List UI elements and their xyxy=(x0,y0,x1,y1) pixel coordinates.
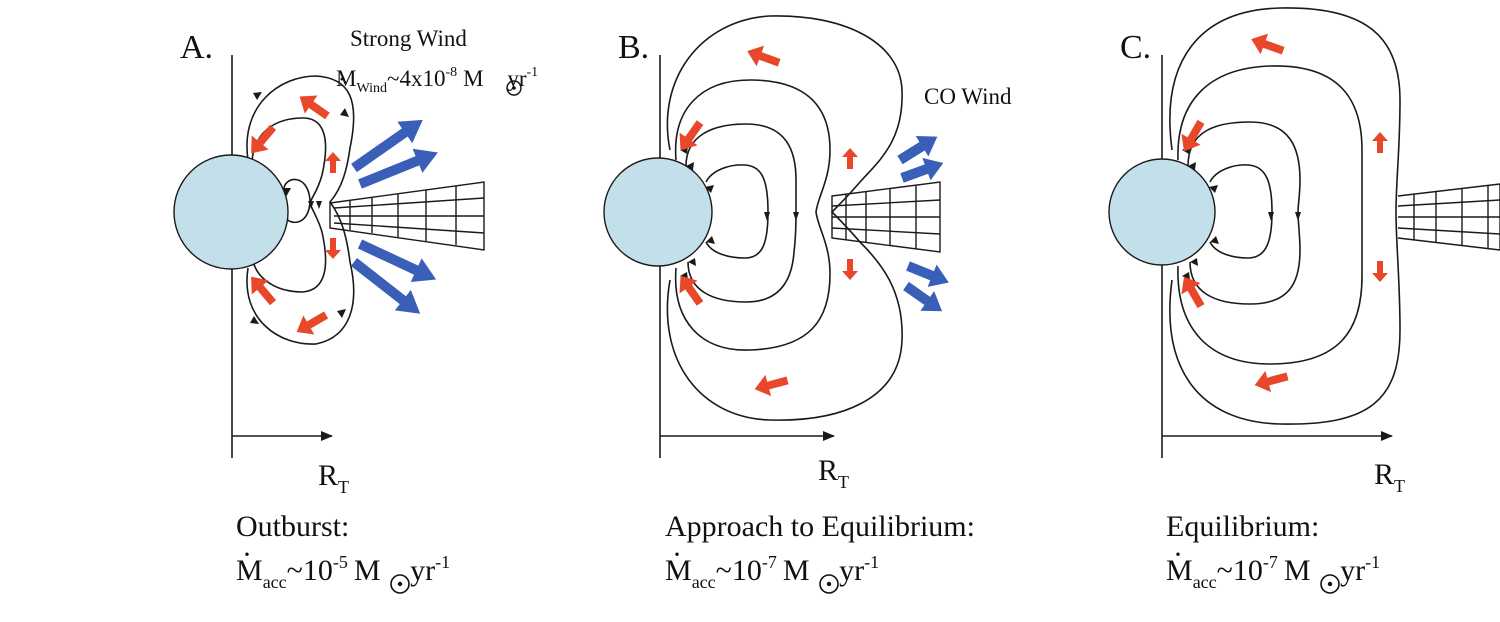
panel-c-accretion-arrow-small-up xyxy=(1372,132,1388,153)
panel-a-letter: A. xyxy=(180,29,213,66)
panel-a-wind-arrow-up-2 xyxy=(358,148,438,189)
panel-b-accretion-arrows xyxy=(679,45,858,397)
panel-b-axis-label: RT xyxy=(818,454,849,492)
panel-a-wind-arrow-up-1 xyxy=(351,119,423,173)
panel-b-disk xyxy=(831,181,941,253)
panel-a-accretion-arrows xyxy=(251,95,341,335)
panel-a-star xyxy=(173,154,289,270)
panel-b-wind-arrow-down-1 xyxy=(906,261,949,287)
panel-a-accretion-arrow-small-down xyxy=(325,238,341,259)
panel-c-letter: C. xyxy=(1120,29,1151,66)
panel-c-rate-dot: · xyxy=(1173,538,1183,571)
panel-c-axis-label: RT xyxy=(1374,458,1405,496)
panel-c-state: Equilibrium: xyxy=(1166,510,1319,543)
panel-b-letter: B. xyxy=(618,29,649,66)
panel-b-middle-field-line xyxy=(674,79,831,351)
panel-a-disk xyxy=(329,181,485,251)
panel-a-wind-title: Strong Wind xyxy=(350,26,467,51)
panel-c-accretion-arrow-top xyxy=(1251,33,1285,55)
panel-b-state: Approach to Equilibrium: xyxy=(665,510,975,543)
panel-b-accretion-arrow-top xyxy=(747,45,781,67)
panel-a-wind-arrow-down-2 xyxy=(350,258,421,314)
panel-a-rate-sun-symbol xyxy=(390,574,410,594)
panel-a-accretion-arrow-lower xyxy=(251,276,277,306)
panel-c-disk xyxy=(1397,183,1500,251)
panel-b-accretion-arrow-small-down xyxy=(842,259,858,280)
panel-a-state: Outburst: xyxy=(236,510,349,543)
panel-a-wind-arrows xyxy=(350,119,438,314)
panel-c-outer-field-line xyxy=(1169,7,1401,425)
panel-c-rate-sun-symbol xyxy=(1320,574,1340,594)
panel-a-accretion-arrow-top xyxy=(299,95,330,120)
panel-b-rate-sun-symbol xyxy=(819,574,839,594)
panel-b-wind-title: CO Wind xyxy=(924,84,1012,109)
panel-c-accretion-arrow-bottom xyxy=(1254,370,1289,393)
panel-a-accretion-arrow-small-up xyxy=(325,152,341,173)
panel-b-wind-arrow-down-2 xyxy=(903,281,943,312)
panel-b-inner-field-line xyxy=(705,164,769,259)
panel-b-rate-dot: · xyxy=(672,538,682,571)
panel-c-inner-field-line xyxy=(1209,164,1273,259)
panel-b-wind-arrow-up-2 xyxy=(900,157,944,183)
panel-c-accretion-arrow-small-down xyxy=(1372,261,1388,282)
panel-a-axis-label: RT xyxy=(318,459,349,497)
panel-a-outer-field-line xyxy=(246,75,355,345)
panel-a-accretion-arrow-upper xyxy=(251,124,277,154)
panel-b-star xyxy=(603,157,713,267)
panel-b-accretion-arrow-bottom xyxy=(754,374,789,397)
panel-a-accretion-arrow-bottom xyxy=(296,311,329,335)
panel-a-inner-field-line xyxy=(283,178,311,224)
panel-c-accretion-arrow-lower xyxy=(1181,276,1205,309)
panel-c-accretion-arrow-upper xyxy=(1181,119,1205,152)
panel-b-accretion-arrow-upper xyxy=(679,120,704,151)
panel-a-rate-dot: · xyxy=(242,538,252,571)
panel-b-accretion-arrow-small-up xyxy=(842,148,858,169)
panel-b-wind-arrow-up-1 xyxy=(897,136,938,165)
panel-a-wind-rate-dot: · xyxy=(338,67,346,92)
panel-c-star xyxy=(1108,158,1216,266)
panel-c-accretion-arrows xyxy=(1181,33,1388,393)
panel-a-wind-sun-symbol xyxy=(506,80,522,96)
panel-b-wind-arrows xyxy=(897,136,949,312)
panel-c: C. xyxy=(1108,7,1500,594)
panel-c-middle-field-line xyxy=(1177,65,1363,365)
panel-b: B. CO Wind xyxy=(603,15,1012,594)
panel-b-accretion-arrow-lower xyxy=(679,275,704,306)
panel-a-wind-arrow-down-1 xyxy=(357,239,437,282)
